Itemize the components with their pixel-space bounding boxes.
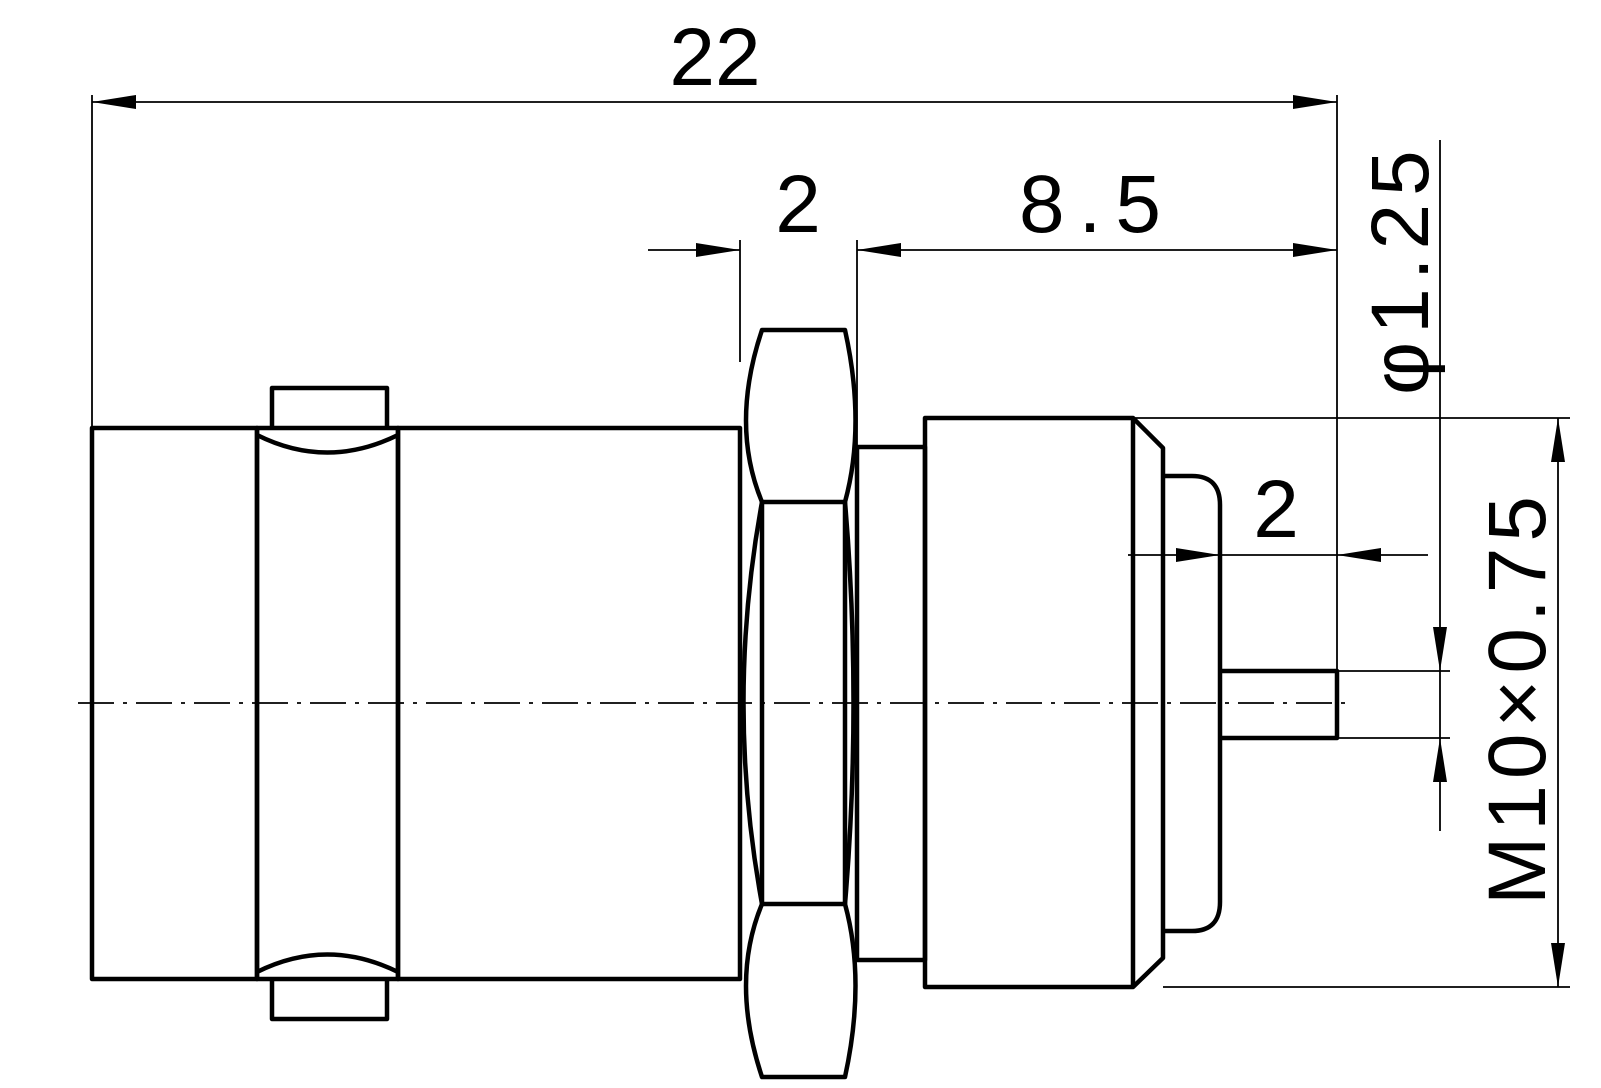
- dim-overall-length: [91, 95, 1338, 671]
- dim-pin-length-label: 2: [1253, 464, 1299, 555]
- dim-thread-spec: [1133, 417, 1570, 988]
- dim-nut-thickness-label: 2: [775, 159, 821, 250]
- bayonet-collar: [255, 385, 399, 1022]
- dim-nut-thickness: [648, 240, 901, 447]
- center-pin: [1220, 668, 1340, 741]
- dim-thread-spec-label: M10×0.75: [1472, 490, 1563, 905]
- connector-body: [89, 425, 743, 982]
- hex-nut: [741, 327, 858, 1080]
- insulator-cap: [1163, 473, 1223, 934]
- dim-pin-diameter-label: φ1.25: [1355, 142, 1446, 395]
- dim-thread-length: [857, 243, 1337, 257]
- dim-pin-length: [1128, 548, 1428, 562]
- dim-thread-length-label: 8.5: [1019, 159, 1175, 250]
- dim-pin-diameter: [1337, 140, 1450, 831]
- dim-overall-length-label: 22: [669, 12, 760, 103]
